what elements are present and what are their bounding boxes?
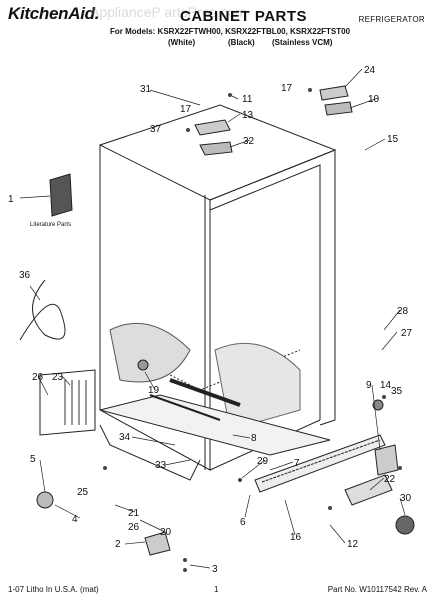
callout-11: 11 [242,94,253,105]
footer-part-number: Part No. W10117542 Rev. A [327,585,427,594]
callout-15: 15 [387,134,399,145]
variant-white: (White) [168,38,196,47]
cabinet-base [99,394,331,456]
service-access-cap [137,359,149,371]
callout-16: 16 [290,532,302,543]
callout-22: 22 [384,474,396,485]
callout-8: 8 [251,433,257,444]
roller-front [144,531,171,556]
top-hinge-right [319,85,349,101]
callout-32: 32 [243,136,255,147]
callout-20: 20 [160,527,172,538]
footer-page-number: 1 [214,585,219,594]
callout-6: 6 [240,517,246,528]
power-cord [19,279,66,341]
damper [344,474,393,506]
brand-logo: KitchenAid. [8,4,100,23]
callout-17a: 17 [180,104,192,115]
callout-33: 33 [155,460,167,471]
models-line: For Models: KSRX22FTWH00, KSRX22FTBL00, … [110,27,351,36]
callout-5: 5 [30,454,36,465]
cabinet-right-wall [209,149,336,426]
callout-36: 36 [19,270,31,281]
callout-3: 3 [212,564,218,575]
callout-28: 28 [397,306,409,317]
page-title: CABINET PARTS [180,8,308,25]
callout-19: 19 [148,385,160,396]
callout-23: 23 [52,372,64,383]
callout-27: 27 [401,328,413,339]
callout-25: 25 [77,487,89,498]
cabinet-left-wall [99,145,211,471]
callout-4: 4 [72,514,78,525]
literature-label: Literature Parts [30,222,71,228]
exploded-parts-diagram: Literature Parts 1 2 3 4 5 6 7 8 9 10 11… [8,65,415,575]
callout-26a: 26 [32,372,44,383]
leader-lines [19,68,406,569]
callout-7: 7 [294,458,300,469]
callout-21: 21 [128,508,140,519]
callout-2: 2 [115,539,121,550]
variant-black: (Black) [228,38,255,47]
callout-37: 37 [150,124,162,135]
toe-grille [254,434,386,493]
callout-9: 9 [366,380,372,391]
footer-litho: 1-07 Litho In U.S.A. (mat) [8,585,99,594]
category-label: REFRIGERATOR [358,15,425,24]
callout-12: 12 [347,539,359,550]
callout-24: 24 [364,65,376,76]
callout-13: 13 [242,110,254,121]
callout-14: 14 [380,380,392,391]
top-hinge-left [194,119,231,136]
callout-30: 30 [400,493,412,504]
drain-tube [169,378,241,407]
leveler-foot [395,515,415,535]
lower-hinge [374,444,399,476]
callout-34: 34 [119,432,131,443]
cap [372,399,384,411]
callout-26b: 26 [128,522,140,533]
variant-stainless: (Stainless VCM) [272,38,333,47]
watermark: ApplianceP artsPros.com [90,4,247,20]
interior-shading [109,322,191,383]
compartment-cover [39,369,96,436]
callout-31: 31 [140,84,152,95]
callout-1: 1 [8,194,14,205]
roller-left [36,491,54,509]
callout-17b: 17 [281,83,293,94]
callout-35: 35 [391,386,403,397]
literature-booklet [49,173,73,217]
